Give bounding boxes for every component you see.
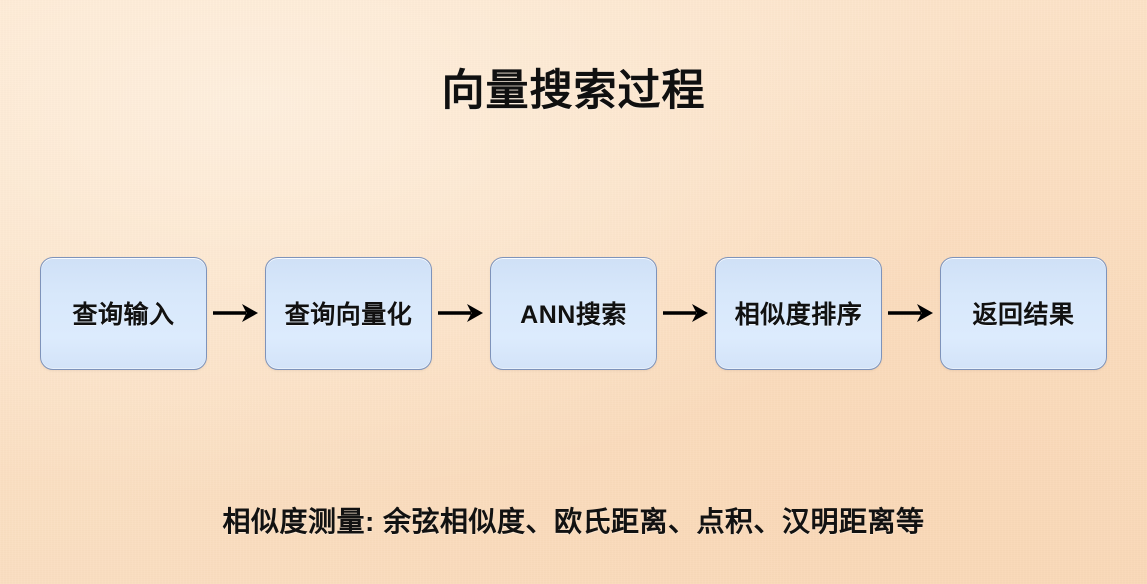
flow-node-similarity-ranking[interactable]: 相似度排序 <box>715 256 882 370</box>
flow-node-label: ANN搜索 <box>520 301 627 329</box>
flow-node-label: 返回结果 <box>972 301 1075 329</box>
flow-node-label: 相似度排序 <box>734 301 863 329</box>
flow-node-label: 查询向量化 <box>284 301 413 329</box>
arrow-right-icon <box>663 298 709 328</box>
flow-diagram: 查询输入 查询向量化 ANN搜索 相似度 <box>40 256 1107 370</box>
flow-node-label: 查询输入 <box>72 301 175 329</box>
page-title: 向量搜索过程 <box>441 67 706 115</box>
flow-node-return-results[interactable]: 返回结果 <box>940 256 1107 370</box>
flow-node-ann-search[interactable]: ANN搜索 <box>490 256 657 370</box>
flow-node-query-input[interactable]: 查询输入 <box>40 256 207 370</box>
similarity-measures-caption: 相似度测量: 余弦相似度、欧氏距离、点积、汉明距离等 <box>222 506 925 537</box>
flow-node-query-vectorization[interactable]: 查询向量化 <box>265 256 432 370</box>
arrow-right-icon <box>438 298 484 328</box>
arrow-right-icon <box>888 298 934 328</box>
arrow-right-icon <box>213 298 259 328</box>
